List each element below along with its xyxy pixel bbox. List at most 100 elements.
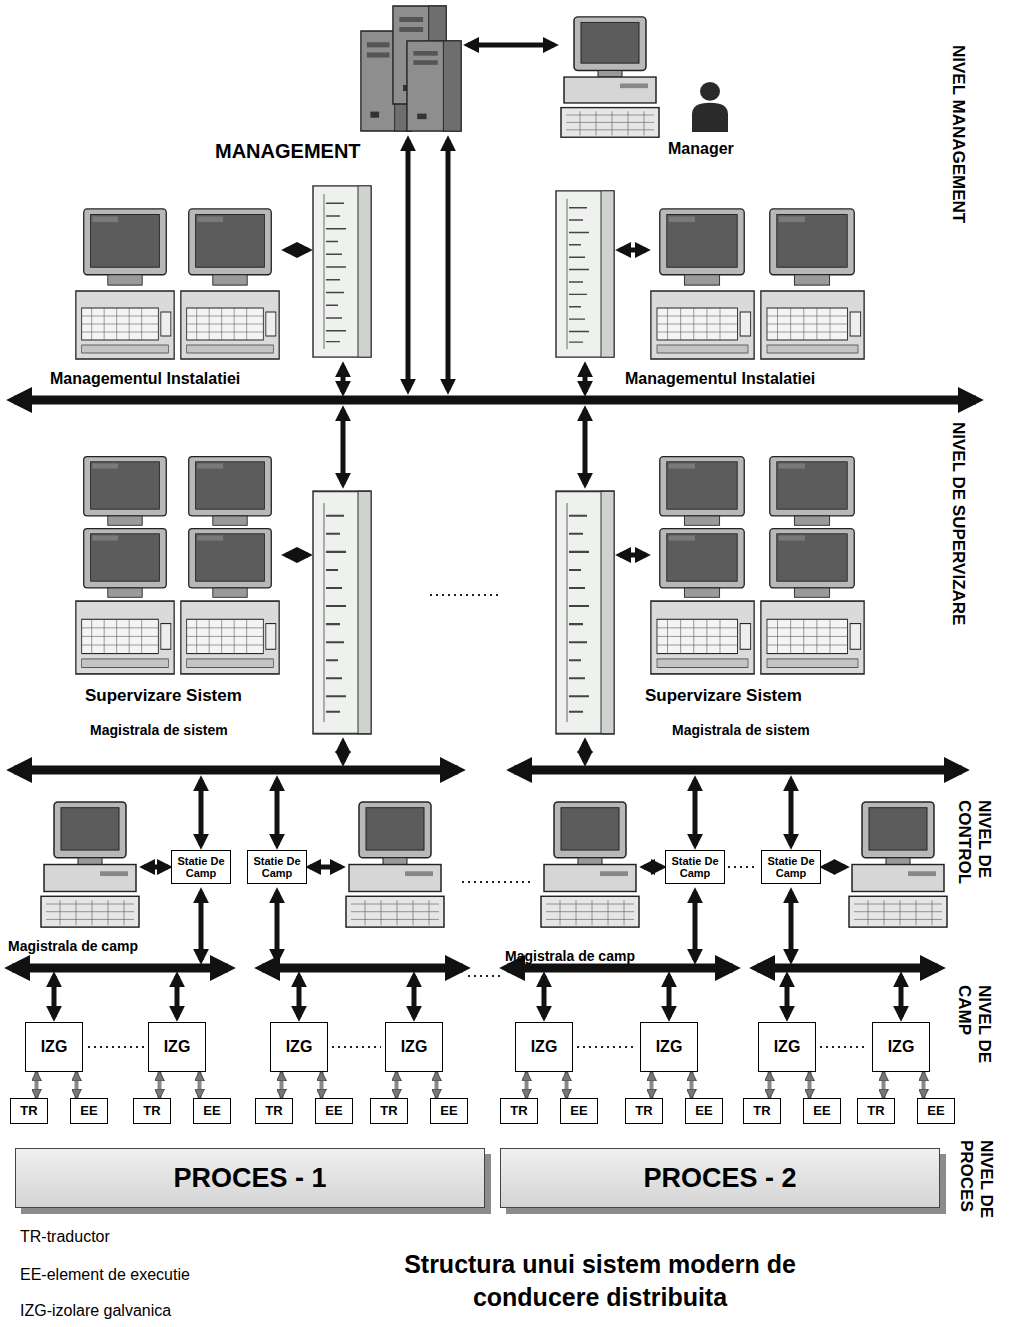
galvanic-isolation: IZG [872,1022,930,1072]
node-text: Supervizare Sistem [85,686,242,705]
node-text: Statie De Camp [765,855,817,879]
level-label: NIVEL DE CONTROL [955,800,994,896]
actuator-box: EE [193,1098,231,1124]
level-label: NIVEL DE CAMP [955,985,994,1077]
signal-connector [525,1072,529,1098]
signal-connector [395,1072,399,1098]
control-pcs [41,802,947,927]
node-text: EE [695,1104,712,1118]
legend-row: TR-traductor [20,1228,110,1246]
node-text: IZG [41,1038,68,1056]
signal-connector [435,1072,439,1098]
signal-connector [768,1072,772,1098]
node-text: TR [265,1104,282,1118]
transducer-box: TR [370,1098,408,1124]
signal-connector [198,1072,202,1098]
node-text: PROCES - 2 [643,1163,796,1194]
legend-row: EE-element de executie [20,1266,190,1284]
signal-connector [280,1072,284,1098]
legend-text: EE-element de executie [20,1266,190,1283]
node-text: MANAGEMENT [215,140,361,162]
plant-management: Managementul Instalatiei [625,370,915,388]
node-text: IZG [164,1038,191,1056]
signal-connector [158,1072,162,1098]
node-text: EE [927,1104,944,1118]
node-text: IZG [286,1038,313,1056]
plant-management: Managementul Instalatiei [50,370,340,388]
node-text: TR [20,1104,37,1118]
node-text: EE [440,1104,457,1118]
level-label: NIVEL DE SUPERVIZARE [948,422,968,625]
process-band: PROCES - 1 [15,1148,485,1208]
bus-label: Magistrala de camp [8,938,138,954]
galvanic-isolation: IZG [640,1022,698,1072]
galvanic-isolation: IZG [515,1022,573,1072]
actuator-box: EE [315,1098,353,1124]
field-station: Statie De Camp [761,850,821,884]
node-text: EE [813,1104,830,1118]
node-text: Statie De Camp [251,855,303,879]
server-group: MANAGEMENT [215,140,400,163]
node-text: Manager [668,140,734,157]
node-text: IZG [656,1038,683,1056]
ellipsis-dots [88,595,868,1047]
signal-connector [565,1072,569,1098]
actuator-box: EE [685,1098,723,1124]
galvanic-isolation: IZG [385,1022,443,1072]
node-text: IZG [401,1038,428,1056]
signal-connector [650,1072,654,1098]
galvanic-isolation: IZG [25,1022,83,1072]
node-text: TR [635,1104,652,1118]
node-text: Statie De Camp [175,855,227,879]
bus-label: Magistrala de sistem [672,722,810,738]
node-text: EE [203,1104,220,1118]
transducer-box: TR [255,1098,293,1124]
legend-text: TR-traductor [20,1228,110,1245]
galvanic-isolation: IZG [270,1022,328,1072]
process-band: PROCES - 2 [500,1148,940,1208]
signal-connector [690,1072,694,1098]
bus-label: Magistrala de sistem [90,722,228,738]
node-text: EE [570,1104,587,1118]
transducer-box: TR [500,1098,538,1124]
signal-connector [922,1072,926,1098]
system-supervision: Supervizare Sistem [85,686,300,706]
node-text: TR [867,1104,884,1118]
node-text: IZG [888,1038,915,1056]
field-station: Statie De Camp [247,850,307,884]
node-text: IZG [774,1038,801,1056]
caption: Structura unui sistem modern de conducer… [350,1248,850,1313]
transducer-box: TR [743,1098,781,1124]
node-text: IZG [531,1038,558,1056]
legend-text: IZG-izolare galvanica [20,1302,171,1319]
node-text: TR [143,1104,160,1118]
bus-lines [12,400,976,968]
link-arrows [54,45,901,1017]
node-text: TR [753,1104,770,1118]
level-label: NIVEL DE PROCES [957,1140,996,1240]
system-supervision: Supervizare Sistem [645,686,860,706]
node-text: PROCES - 1 [173,1163,326,1194]
field-station: Statie De Camp [665,850,725,884]
node-text: Managementul Instalatiei [50,370,240,387]
signal-connector [75,1072,79,1098]
actuator-box: EE [803,1098,841,1124]
field-station: Statie De Camp [171,850,231,884]
signal-connector [320,1072,324,1098]
actuator-box: EE [560,1098,598,1124]
legend-row: IZG-izolare galvanica [20,1302,171,1320]
transducer-box: TR [10,1098,48,1124]
node-text: TR [380,1104,397,1118]
node-text: Managementul Instalatiei [625,370,815,387]
actuator-box: EE [70,1098,108,1124]
supervision-art [76,457,864,734]
signal-connector [35,1072,39,1098]
actuator-box: EE [917,1098,955,1124]
transducer-box: TR [857,1098,895,1124]
manager-station: Manager [668,140,758,158]
node-text: TR [510,1104,527,1118]
node-text: Supervizare Sistem [645,686,802,705]
galvanic-isolation: IZG [758,1022,816,1072]
